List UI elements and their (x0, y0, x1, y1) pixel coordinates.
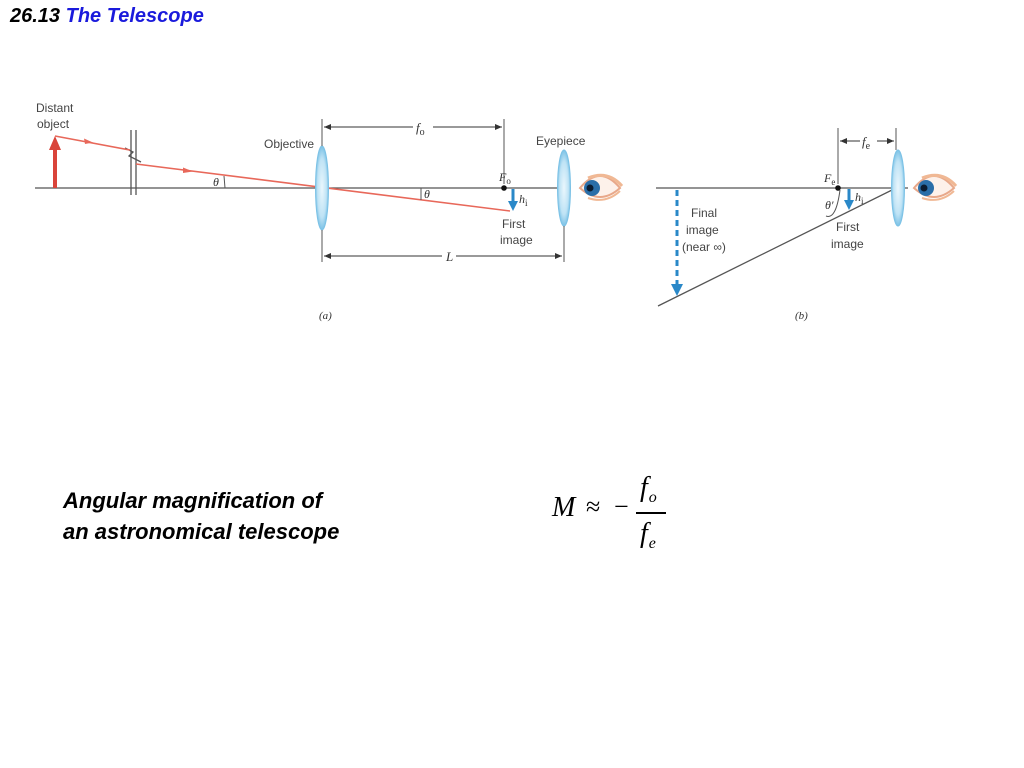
focal-point-fo (501, 185, 507, 191)
eye-icon (912, 173, 958, 201)
hi-label-a: hi (519, 192, 528, 208)
formula-approx: ≈ (586, 492, 601, 521)
distant-object-label-1: Distant (36, 101, 74, 115)
eyepiece-lens-a (557, 149, 571, 227)
focal-point-fe (835, 185, 841, 191)
theta-label-2: θ (424, 187, 430, 201)
L-label: L (445, 249, 453, 264)
hi-label-b: hi (855, 190, 864, 206)
caption-b: (b) (795, 310, 808, 322)
Fe-label: Fe (823, 171, 835, 187)
theta-prime-label: θ′ (825, 198, 834, 212)
formula-lhs: M (552, 492, 576, 523)
diagram-a: fo L θ θ Distant object Objective Eyepie… (35, 101, 624, 322)
first-image-label-a-2: image (500, 233, 533, 247)
fe-label: fe (862, 134, 871, 152)
final-image-arrowhead (671, 284, 683, 296)
eyepiece-label: Eyepiece (536, 134, 586, 148)
first-image-label-a-1: First (502, 217, 526, 231)
first-image-arrowhead-a (508, 201, 518, 211)
formula-numerator: fo (640, 472, 657, 506)
distant-object-label-2: object (37, 117, 70, 131)
first-image-label-b-2: image (831, 237, 864, 251)
ray-upper-segment (54, 135, 131, 151)
formula-denominator: fe (640, 518, 656, 552)
fo-label: fo (416, 120, 425, 138)
caption-line-1: Angular magnification of (63, 488, 323, 513)
eye-icon (578, 173, 624, 201)
theta-prime-arc (825, 189, 841, 217)
telescope-diagram: fo L θ θ Distant object Objective Eyepie… (35, 101, 958, 322)
formula-minus: − (614, 492, 629, 521)
eyepiece-lens-b (891, 149, 905, 227)
objective-lens (315, 145, 329, 231)
final-image-label-1: Final (691, 206, 717, 220)
caption-line-2: an astronomical telescope (63, 519, 340, 544)
theta-mark-1 (223, 175, 226, 189)
ray-arrow-1 (84, 138, 93, 144)
final-image-label-2: image (686, 223, 719, 237)
section-number: 26.13 (10, 5, 61, 27)
magnification-caption: Angular magnification of an astronomical… (63, 485, 339, 547)
distant-object-arrowhead (49, 136, 61, 150)
ray-arrow-2 (183, 167, 193, 173)
slide-title: 26.13 The Telescope (10, 5, 204, 28)
fraction-bar (636, 512, 666, 514)
section-title: The Telescope (65, 5, 204, 27)
ray-b (657, 187, 897, 307)
first-image-arrowhead-b (844, 200, 854, 210)
final-image-label-3: (near ∞) (682, 240, 726, 254)
first-image-label-b-1: First (836, 220, 860, 234)
magnification-formula: M ≈ − fo fe (548, 472, 678, 557)
diagram-b: fe θ′ Fe hi Final image (near ∞) First i… (656, 128, 958, 322)
Fo-label: Fo (498, 170, 511, 186)
caption-a: (a) (319, 310, 332, 322)
objective-label: Objective (264, 137, 314, 151)
theta-label-1: θ (213, 175, 219, 189)
